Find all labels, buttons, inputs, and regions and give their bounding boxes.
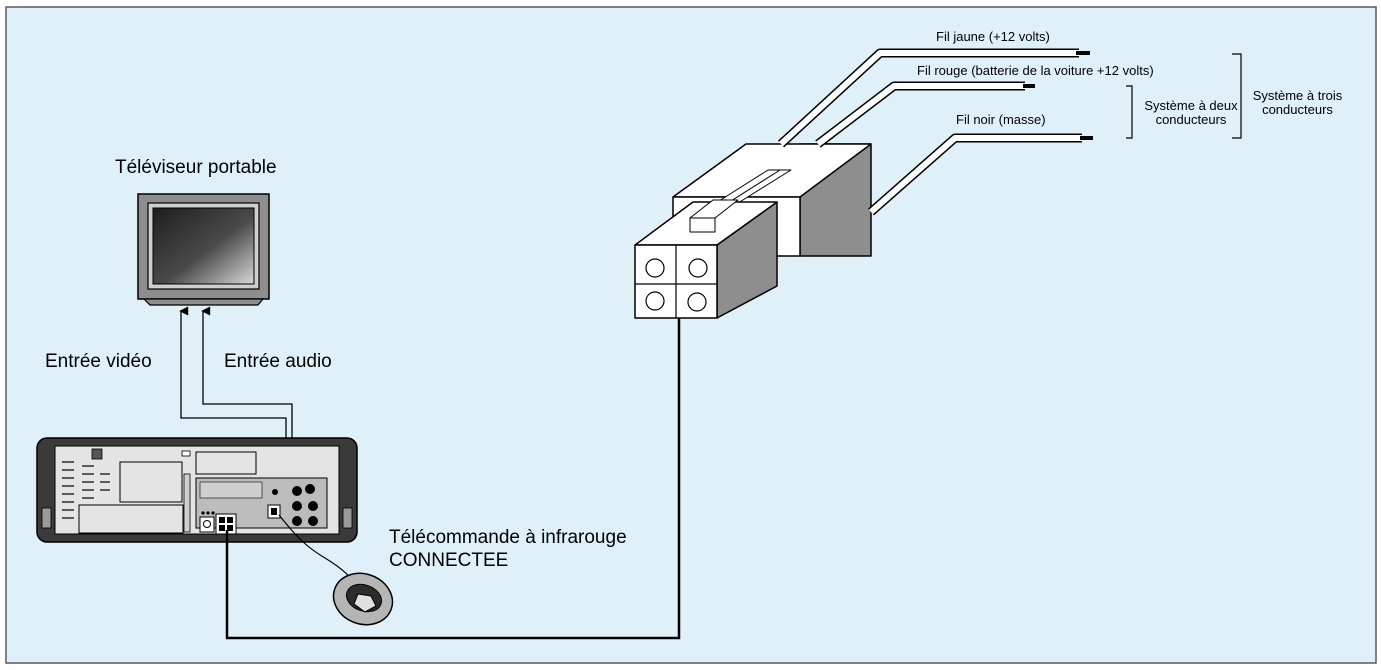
ir-remote-sensor-icon — [332, 572, 394, 626]
three-wire-label-line2: conducteurs — [1262, 102, 1333, 117]
yellow-wire-label: Fil jaune (+12 volts) — [936, 29, 1050, 44]
cigarette-lighter-adapter-icon — [634, 143, 872, 319]
tv-label: Téléviseur portable — [115, 157, 277, 178]
two-wire-bracket — [1126, 85, 1133, 139]
vcr-rear-panel-icon — [36, 437, 358, 543]
three-wire-label-line1: Système à trois — [1252, 88, 1343, 103]
conductor-brackets — [1126, 53, 1242, 139]
power-cable — [225, 318, 681, 640]
portable-tv-icon — [137, 193, 270, 306]
three-wire-bracket — [1232, 53, 1242, 139]
wires — [777, 48, 1093, 216]
black-wire-label: Fil noir (masse) — [956, 112, 1046, 127]
video-input-label: Entrée vidéo — [45, 351, 152, 372]
two-wire-label-line1: Système à deux — [1144, 98, 1238, 113]
remote-label-line1: Télécommande à infrarouge — [389, 527, 627, 548]
remote-label-line2: CONNECTEE — [389, 550, 509, 571]
two-wire-label-line2: conducteurs — [1155, 112, 1227, 127]
diagram-background — [5, 6, 1377, 664]
audio-input-label: Entrée audio — [224, 351, 332, 372]
red-wire-label: Fil rouge (batterie de la voiture +12 vo… — [917, 63, 1154, 78]
